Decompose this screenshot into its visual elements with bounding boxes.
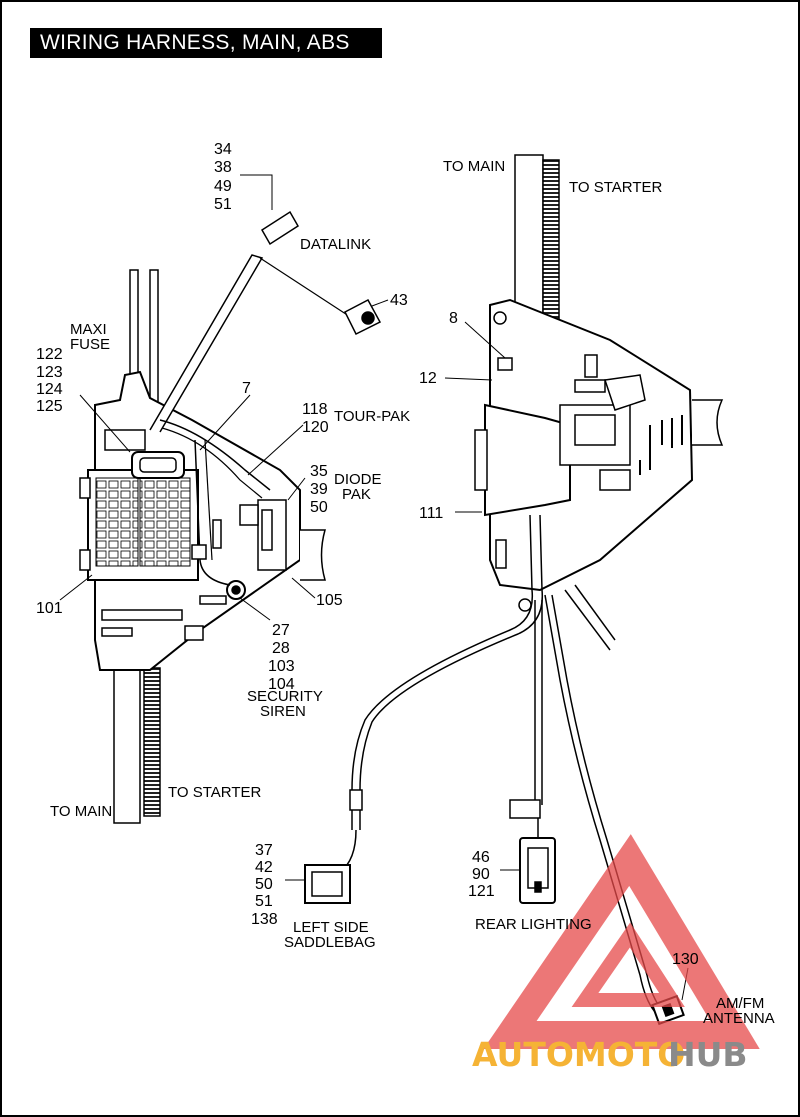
callout-125: 125	[36, 398, 63, 415]
callout-37: 37	[255, 842, 273, 859]
callout-34: 34	[214, 141, 232, 158]
label-to-main-right: TO MAIN	[443, 158, 505, 175]
left-leader-lines	[59, 174, 389, 621]
right-harness-assembly	[304, 154, 724, 1026]
watermark-logo	[483, 834, 760, 1049]
callout-138: 138	[251, 911, 278, 928]
label-left-saddlebag-line2: SADDLEBAG	[284, 934, 376, 951]
callout-46: 46	[472, 849, 490, 866]
label-diode-pak-line1: DIODE	[334, 471, 382, 488]
callout-124: 124	[36, 381, 63, 398]
title-bar: WIRING HARNESS, MAIN, ABS	[30, 28, 382, 58]
callout-120: 120	[302, 419, 329, 436]
page-title: WIRING HARNESS, MAIN, ABS	[40, 31, 350, 54]
callout-111: 111	[419, 505, 443, 522]
label-am-fm-line1: AM/FM	[716, 995, 764, 1012]
callout-28: 28	[272, 640, 290, 657]
callout-numbers: 34 38 49 51 43 7 122 123 124 125 118 120…	[36, 141, 699, 968]
callout-130: 130	[672, 951, 699, 968]
label-maxi-fuse-line1: MAXI	[70, 321, 107, 338]
callout-43: 43	[390, 292, 408, 309]
callout-39: 39	[310, 481, 328, 498]
callout-121: 121	[468, 883, 495, 900]
label-tour-pak: TOUR-PAK	[334, 408, 410, 425]
label-rear-lighting: REAR LIGHTING	[475, 916, 592, 933]
watermark-text-automoto: AUTOMOTO	[472, 1035, 685, 1074]
component-labels: DATALINK MAXI FUSE TOUR-PAK DIODE PAK SE…	[50, 158, 775, 1027]
label-to-starter-left: TO STARTER	[168, 784, 262, 801]
callout-35: 35	[310, 463, 328, 480]
callout-104: 104	[268, 676, 295, 693]
harness-housing	[484, 403, 571, 517]
label-left-saddlebag-line1: LEFT SIDE	[293, 919, 369, 936]
callout-122: 122	[36, 346, 63, 363]
label-to-main-left: TO MAIN	[50, 803, 112, 820]
label-maxi-fuse-line2: FUSE	[70, 336, 110, 353]
callout-103: 103	[268, 658, 295, 675]
starter-cable-left	[143, 667, 161, 817]
right-leader-lines	[285, 321, 689, 1001]
callout-118: 118	[302, 401, 328, 418]
label-to-starter-right: TO STARTER	[569, 179, 663, 196]
callout-105: 105	[316, 592, 343, 609]
main-trunk-left	[113, 659, 141, 824]
label-diode-pak-line2: PAK	[342, 486, 371, 503]
callout-27: 27	[272, 622, 290, 639]
label-security-siren-line1: SECURITY	[247, 688, 323, 705]
label-datalink: DATALINK	[300, 236, 371, 253]
callout-38: 38	[214, 159, 232, 176]
callout-123: 123	[36, 364, 63, 381]
callout-101: 101	[36, 600, 63, 617]
callout-7: 7	[242, 380, 251, 397]
callout-51-lower: 51	[255, 893, 273, 910]
callout-51: 51	[214, 196, 232, 213]
callout-12: 12	[419, 370, 437, 387]
left-harness-assembly	[79, 210, 382, 824]
callout-50-lower: 50	[255, 876, 273, 893]
label-security-siren-line2: SIREN	[260, 703, 306, 720]
callout-42: 42	[255, 859, 273, 876]
callout-8: 8	[449, 310, 458, 327]
callout-49: 49	[214, 178, 232, 195]
datalink-connector	[260, 210, 300, 246]
callout-90: 90	[472, 866, 490, 883]
label-am-fm-line2: ANTENNA	[703, 1010, 775, 1027]
callout-50: 50	[310, 499, 328, 516]
watermark-text-hub: HUB	[668, 1035, 748, 1074]
